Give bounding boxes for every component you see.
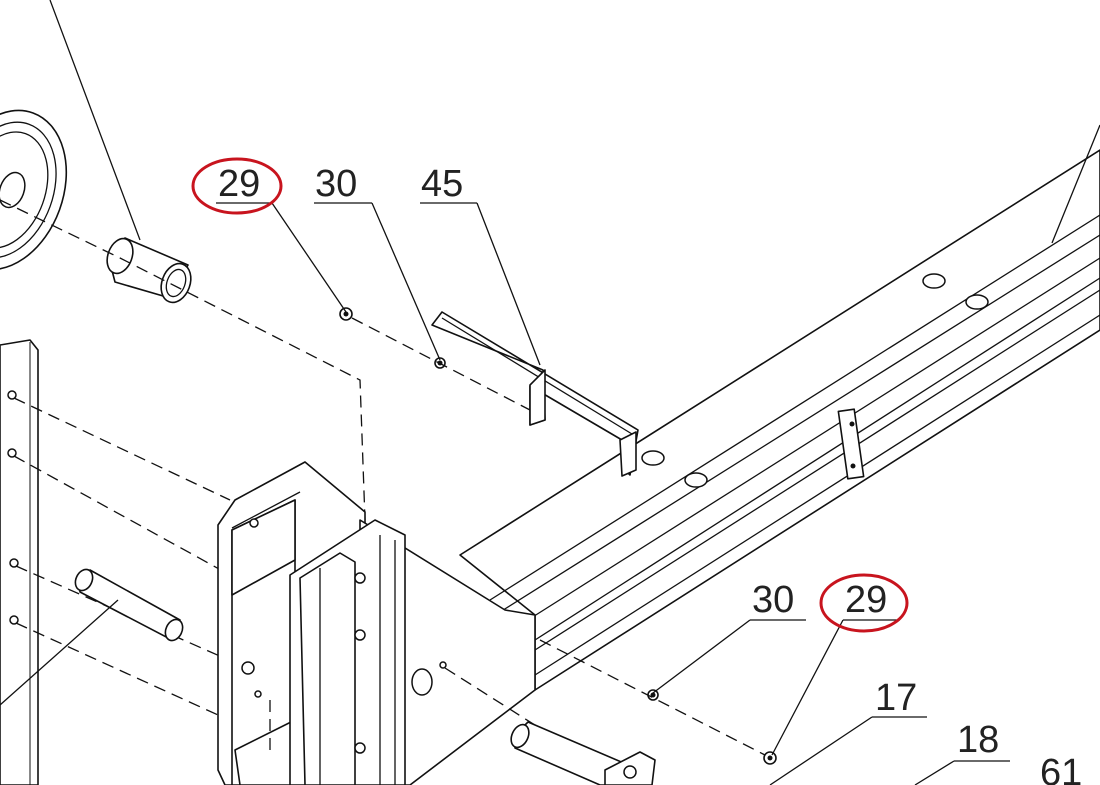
left-plate — [0, 339, 39, 785]
callout-29-top: 29 — [191, 157, 347, 313]
callout-29-bottom-text: 29 — [845, 579, 887, 621]
callout-30-bottom: 30 — [652, 579, 806, 694]
callout-18-text: 18 — [957, 719, 999, 761]
washer-bottom — [647, 689, 659, 701]
callout-61: 61 — [1040, 752, 1082, 785]
angle-bracket — [431, 311, 639, 477]
callout-30-bottom-text: 30 — [752, 579, 794, 621]
callout-29-bottom: 29 — [771, 573, 909, 756]
callout-29-top-text: 29 — [218, 163, 260, 205]
lower-pin — [510, 721, 656, 785]
highlight-ring — [191, 157, 283, 215]
callout-45-text: 45 — [421, 163, 463, 205]
callout-30-top-text: 30 — [315, 163, 357, 205]
frame-beam — [459, 149, 1100, 691]
callout-17-text: 17 — [875, 677, 917, 719]
screw-bottom — [763, 751, 777, 765]
pin-shaft — [74, 568, 184, 642]
callout-30-top: 30 — [314, 163, 441, 361]
callout-17: 17 — [769, 677, 927, 785]
side-bracket — [217, 461, 536, 785]
callout-45: 45 — [420, 163, 541, 366]
callout-18: 18 — [914, 719, 1010, 785]
highlight-ring — [819, 573, 909, 633]
bushing — [106, 237, 192, 304]
screw-top — [339, 307, 353, 321]
pulley-wheel — [0, 109, 68, 271]
callout-61-text: 61 — [1040, 752, 1082, 785]
